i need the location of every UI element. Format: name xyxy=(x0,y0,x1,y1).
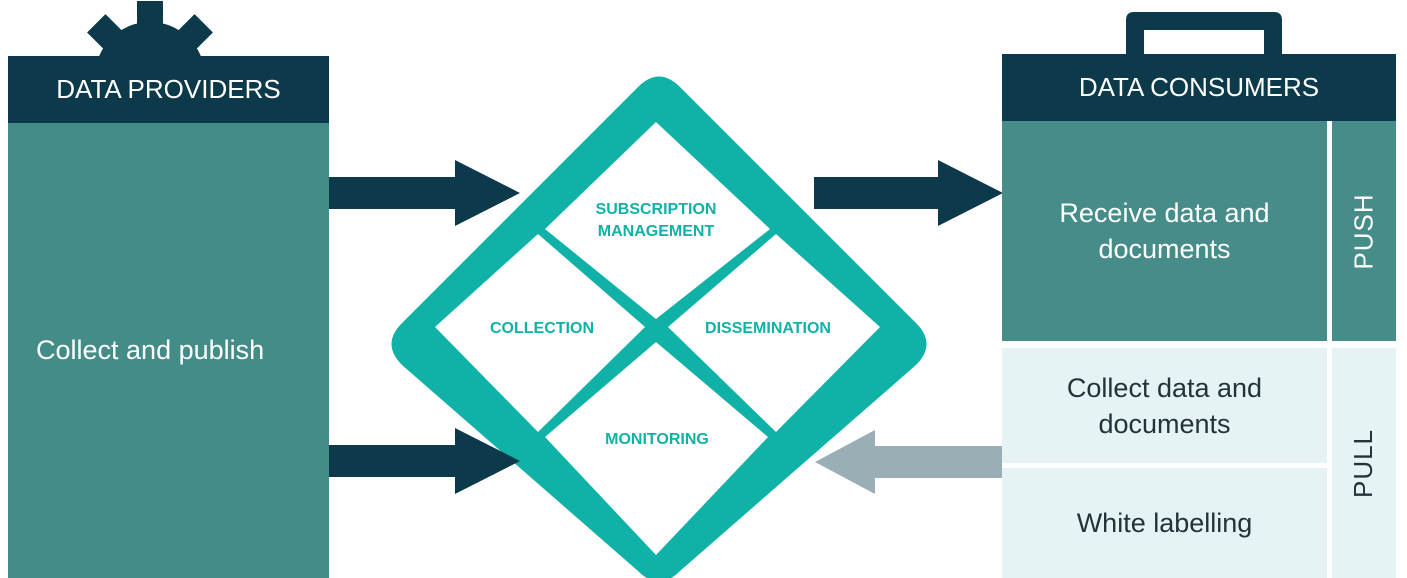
arrow-providers-to-platform-top xyxy=(329,160,520,226)
collect-and-publish-label: Collect and publish xyxy=(36,335,265,365)
dissemination-label: DISSEMINATION xyxy=(705,320,831,337)
data-providers-header: DATA PROVIDERS xyxy=(8,56,329,123)
data-consumers-title: DATA CONSUMERS xyxy=(1078,72,1320,102)
collection-label: COLLECTION xyxy=(490,320,594,337)
data-providers-title: DATA PROVIDERS xyxy=(56,74,281,104)
collect-data-label: Collect data and documents xyxy=(1066,372,1263,439)
collect-data-panel: Collect data and documents xyxy=(1002,348,1327,463)
push-panel: PUSH xyxy=(1332,121,1396,341)
white-labelling-panel: White labelling xyxy=(1002,468,1327,578)
receive-data-label: Receive data and documents xyxy=(1059,198,1270,264)
arrow-platform-to-consumers xyxy=(814,160,1003,226)
subscription-management-label: SUBSCRIPTION MANAGEMENT xyxy=(595,201,717,240)
pull-panel: PULL xyxy=(1332,348,1396,578)
arrow-providers-to-platform-bottom xyxy=(329,428,520,494)
push-label: PUSH xyxy=(1348,192,1379,270)
data-consumers-header: DATA CONSUMERS xyxy=(1002,54,1396,121)
receive-data-panel: Receive data and documents xyxy=(1002,121,1327,341)
white-labelling-label: White labelling xyxy=(1076,507,1253,538)
data-providers-panel: Collect and publish xyxy=(8,123,329,578)
pull-label: PULL xyxy=(1348,428,1379,498)
arrow-consumers-to-platform xyxy=(815,430,1002,494)
monitoring-label: MONITORING xyxy=(605,431,709,448)
platform-diamond xyxy=(391,76,927,578)
